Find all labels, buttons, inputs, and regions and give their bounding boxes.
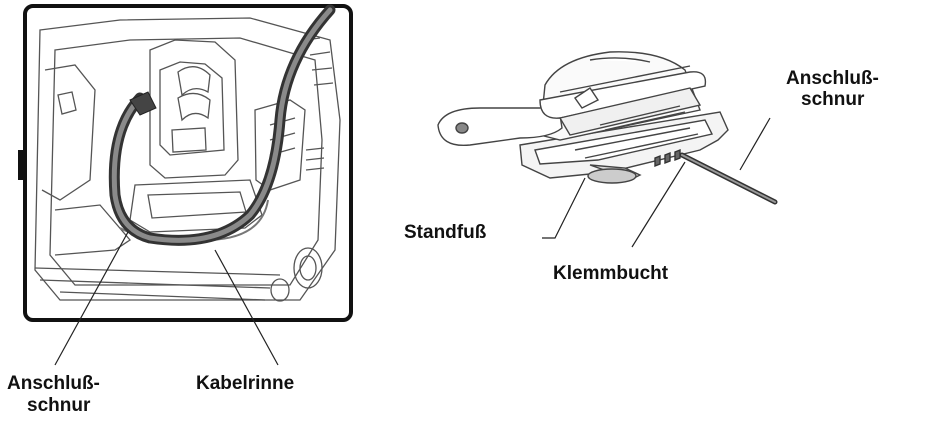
phone-side-illustration bbox=[437, 51, 729, 184]
leader-lines-left bbox=[54, 231, 279, 366]
channel-label: Kabelrinne bbox=[196, 373, 295, 394]
stand-leader-line bbox=[542, 177, 586, 239]
leader-lines-right bbox=[542, 117, 771, 248]
connection-cord-left bbox=[108, 4, 336, 246]
cord-label-left-line1: Anschluß- bbox=[7, 373, 100, 394]
clamp-label: Klemmbucht bbox=[553, 263, 669, 284]
channel-leader-line bbox=[214, 249, 279, 366]
cord-leader-line-right bbox=[739, 117, 771, 171]
stand-label: Standfuß bbox=[404, 222, 487, 243]
cord-label-left-line2: schnur bbox=[27, 395, 91, 416]
cord-leader-line-left bbox=[54, 231, 129, 366]
connection-cord-right bbox=[679, 152, 778, 205]
cord-label-right-line2: schnur bbox=[801, 89, 865, 110]
clamp-leader-line bbox=[631, 161, 686, 248]
cord-label-right-line1: Anschluß- bbox=[786, 68, 879, 89]
